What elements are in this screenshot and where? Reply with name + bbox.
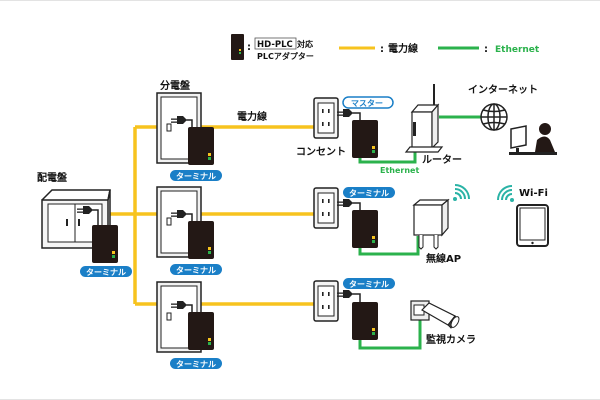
plc-adapter-icon: [352, 302, 378, 340]
terminal-badge: ターミナル: [343, 278, 395, 289]
terminal-badge: ターミナル: [343, 187, 395, 198]
pc-user-icon: [509, 123, 557, 155]
router-icon: [404, 84, 444, 153]
sub-panel-label: 分電盤: [160, 79, 191, 92]
svg-text:ターミナル: ターミナル: [176, 265, 216, 275]
plug-icon: [337, 109, 352, 117]
outlet-label: コンセント: [296, 146, 346, 158]
outlet-ap-group: ターミナル: [313, 187, 395, 248]
plc-adapter-icon: [92, 225, 118, 263]
legend-colon-3: :: [484, 44, 488, 55]
outlet-icon: [313, 187, 339, 229]
main-panel-label: 配電盤: [37, 171, 68, 184]
ethernet-label: Ethernet: [380, 166, 419, 175]
legend-plc-adapter: PLCアダプター: [257, 51, 314, 61]
plug-icon: [337, 290, 352, 298]
wifi-label: Wi-Fi: [519, 188, 548, 199]
plug-icon: [337, 199, 352, 207]
plc-adapter-icon: [352, 120, 378, 158]
sub-panel-3: ターミナル: [156, 281, 222, 369]
plc-adapter-icon: [188, 221, 214, 259]
internet-label: インターネット: [468, 84, 538, 96]
ethernet-lines: [358, 115, 487, 350]
outlet-master-group: コンセント マスター Ethernet: [296, 96, 419, 175]
power-line-label: 電力線: [237, 110, 267, 123]
legend-hdplc-box: [254, 37, 297, 50]
outlet-icon: [313, 280, 339, 322]
outlet-camera-group: ターミナル: [313, 278, 395, 340]
sub-panel-2: ターミナル: [156, 186, 222, 275]
plc-adapter-icon: [352, 210, 378, 248]
security-camera-icon: [410, 300, 460, 329]
router-label: ルーター: [422, 154, 462, 166]
ap-label: 無線AP: [426, 252, 461, 265]
master-badge: マスター: [342, 96, 394, 109]
svg-text:ターミナル: ターミナル: [176, 171, 216, 181]
legend-hdplc-suffix: 対応: [296, 39, 313, 49]
camera-label: 監視カメラ: [426, 333, 476, 346]
plc-adapter-icon: [188, 127, 214, 165]
legend-adapter-icon: [231, 34, 244, 60]
legend-power-label: 電力線: [388, 42, 418, 55]
legend-hdplc: HD-PLC: [257, 40, 293, 50]
svg-text:ターミナル: ターミナル: [349, 188, 389, 198]
sub-panel-1: 分電盤 ターミナル 電力線: [156, 79, 267, 181]
ethernet-master-router: [358, 150, 417, 164]
outlet-icon: [313, 97, 339, 139]
svg-text:ターミナル: ターミナル: [176, 359, 216, 369]
access-point-icon: [412, 198, 450, 250]
plc-adapter-icon: [188, 312, 214, 350]
legend-colon-1: :: [247, 42, 251, 53]
main-distribution-panel: 配電盤 ターミナル: [37, 171, 132, 277]
wifi-icon: [497, 185, 514, 202]
svg-text:ターミナル: ターミナル: [86, 267, 126, 277]
wifi-icon: [453, 184, 470, 201]
ethernet-ap: [358, 236, 420, 256]
globe-icon: [480, 103, 508, 131]
legend: : HD-PLC 対応 PLCアダプター : 電力線 : Ethernet: [231, 34, 540, 61]
legend-colon-2: :: [380, 44, 384, 55]
ethernet-camera: [358, 320, 422, 350]
legend-ethernet-label: Ethernet: [495, 45, 540, 55]
svg-text:マスター: マスター: [351, 98, 383, 108]
terminal-badge: ターミナル: [170, 358, 222, 369]
terminal-badge: ターミナル: [170, 264, 222, 275]
terminal-badge: ターミナル: [170, 170, 222, 181]
svg-text:ターミナル: ターミナル: [349, 279, 389, 289]
tablet-icon: [516, 204, 549, 247]
terminal-badge: ターミナル: [80, 266, 132, 277]
power-lines: [108, 125, 315, 306]
